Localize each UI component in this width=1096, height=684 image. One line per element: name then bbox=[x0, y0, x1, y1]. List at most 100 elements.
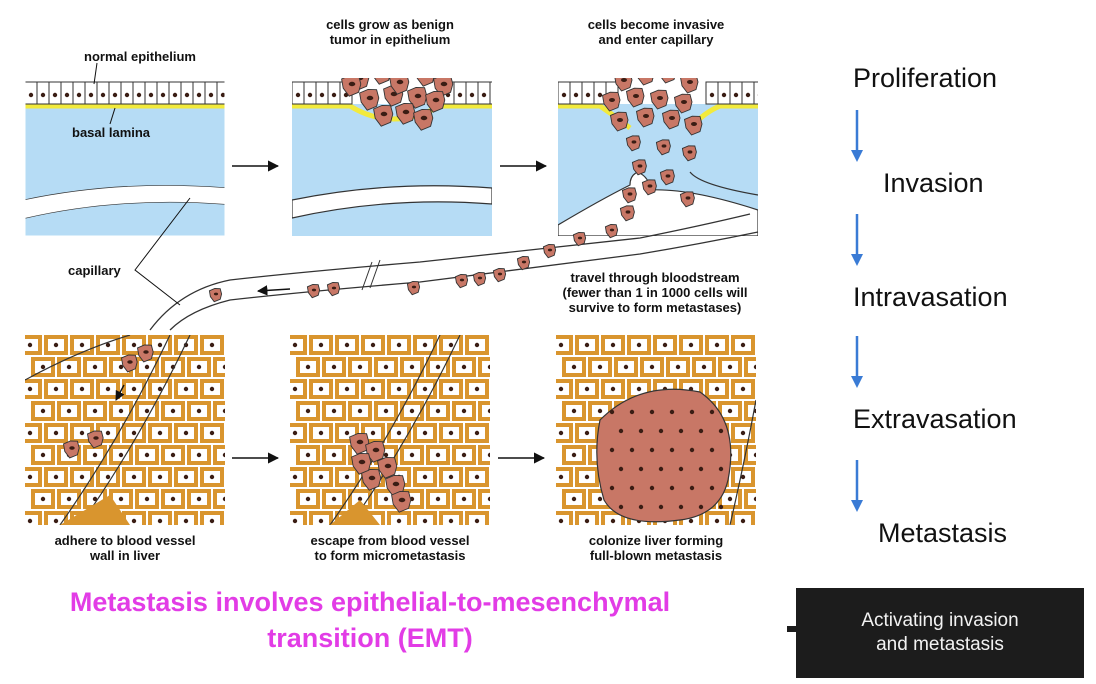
nucleus bbox=[112, 92, 118, 98]
metastasis-nucleus bbox=[698, 466, 704, 472]
tumor-nucleus bbox=[93, 436, 99, 440]
hepatocyte-nucleus bbox=[357, 408, 363, 414]
hepatocyte-nucleus bbox=[105, 342, 111, 348]
hepatocyte-nucleus bbox=[448, 474, 454, 480]
hepatocyte-nucleus bbox=[292, 430, 298, 436]
hepatocyte-nucleus bbox=[170, 452, 176, 458]
nucleus bbox=[585, 92, 591, 98]
hepatocyte bbox=[478, 489, 490, 509]
hepatocyte-nucleus bbox=[183, 518, 189, 524]
hepatocyte-nucleus bbox=[584, 430, 590, 436]
hepatocyte-nucleus bbox=[461, 408, 467, 414]
hepatocyte-nucleus bbox=[396, 386, 402, 392]
metastasis-nucleus bbox=[658, 504, 664, 510]
hepatocyte-nucleus bbox=[435, 496, 441, 502]
label-invasive-line1: cells become invasive bbox=[587, 17, 725, 32]
hepatocyte-nucleus bbox=[305, 452, 311, 458]
panel-invasive bbox=[558, 78, 758, 236]
tumor-nucleus bbox=[411, 285, 417, 289]
metastasis-nucleus bbox=[718, 504, 724, 510]
label-escape-line2: to form micrometastasis bbox=[314, 548, 466, 563]
tumor-nucleus bbox=[392, 481, 400, 487]
hepatocyte bbox=[25, 379, 42, 399]
hepatocyte-nucleus bbox=[558, 386, 564, 392]
hepatocyte-nucleus bbox=[714, 386, 720, 392]
label-colonize-line1: colonize liver forming bbox=[588, 533, 724, 548]
hepatocyte-nucleus bbox=[396, 342, 402, 348]
hepatocyte-nucleus bbox=[53, 474, 59, 480]
metastasis-nucleus bbox=[689, 485, 695, 491]
down-arrow-head bbox=[851, 254, 863, 266]
hepatocyte-nucleus bbox=[170, 496, 176, 502]
tumor-nucleus bbox=[348, 81, 356, 87]
nucleus bbox=[172, 92, 178, 98]
tumor-nucleus bbox=[379, 70, 386, 74]
hepatocyte bbox=[556, 467, 573, 487]
hepatocyte-nucleus bbox=[131, 386, 137, 392]
hepatocyte-nucleus bbox=[118, 452, 124, 458]
hepatocyte-nucleus bbox=[292, 342, 298, 348]
panel-normal-epithelium bbox=[25, 81, 225, 236]
hepatocyte-nucleus bbox=[597, 364, 603, 370]
hepatocyte-nucleus bbox=[597, 496, 603, 502]
epithelial-cell bbox=[753, 81, 758, 105]
nucleus bbox=[295, 92, 301, 98]
nucleus bbox=[721, 92, 727, 98]
hepatocyte-nucleus bbox=[209, 342, 215, 348]
metastasis-nucleus bbox=[629, 447, 635, 453]
hepatocyte-nucleus bbox=[170, 408, 176, 414]
tumor-nucleus bbox=[643, 114, 649, 118]
tumor-nucleus bbox=[366, 95, 374, 101]
tumor-nucleus bbox=[311, 288, 317, 292]
tumor-nucleus bbox=[396, 79, 404, 85]
hepatocyte-nucleus bbox=[487, 452, 490, 458]
hepatocyte-nucleus bbox=[157, 430, 163, 436]
nucleus bbox=[220, 92, 225, 98]
hepatocyte-nucleus bbox=[318, 430, 324, 436]
slide-title-line1: Metastasis involves epithelial-to-mesenc… bbox=[69, 587, 671, 617]
stroma-patch bbox=[60, 495, 130, 525]
hepatocyte-nucleus bbox=[40, 496, 46, 502]
hepatocyte-nucleus bbox=[461, 496, 467, 502]
hepatocyte-nucleus bbox=[487, 364, 490, 370]
tumor-nucleus bbox=[497, 272, 503, 276]
down-arrow-head bbox=[851, 500, 863, 512]
hepatocyte-nucleus bbox=[610, 386, 616, 392]
hepatocyte-nucleus bbox=[474, 342, 480, 348]
hepatocyte-nucleus bbox=[183, 386, 189, 392]
metastasis-nucleus bbox=[609, 447, 615, 453]
slide-title-line2: transition (EMT) bbox=[267, 623, 473, 653]
nucleus bbox=[160, 92, 166, 98]
metastasis-nucleus bbox=[609, 409, 615, 415]
tumor-nucleus bbox=[401, 64, 408, 68]
hepatocyte-nucleus bbox=[740, 342, 746, 348]
metastasis-nucleus bbox=[658, 428, 664, 434]
hepatocyte-nucleus bbox=[584, 518, 590, 524]
hepatocyte-nucleus bbox=[144, 408, 150, 414]
nucleus bbox=[307, 92, 313, 98]
nucleus bbox=[196, 92, 202, 98]
hepatocyte-nucleus bbox=[422, 386, 428, 392]
hepatocyte-nucleus bbox=[318, 474, 324, 480]
hallmark-connector bbox=[787, 626, 797, 632]
hepatocyte-nucleus bbox=[318, 342, 324, 348]
hepatocyte-nucleus bbox=[183, 430, 189, 436]
label-escape: escape from blood vessel to form microme… bbox=[285, 533, 495, 563]
hepatocyte-nucleus bbox=[209, 430, 215, 436]
hepatocyte-nucleus bbox=[461, 452, 467, 458]
metastasis-nucleus bbox=[718, 428, 724, 434]
hepatocyte-nucleus bbox=[331, 408, 337, 414]
label-capillary: capillary bbox=[68, 263, 121, 278]
nucleus bbox=[709, 92, 715, 98]
hepatocyte-nucleus bbox=[27, 342, 33, 348]
tumor-cell bbox=[400, 78, 403, 79]
hepatocyte-nucleus bbox=[144, 452, 150, 458]
hepatocyte bbox=[290, 467, 307, 487]
hepatocyte-nucleus bbox=[422, 430, 428, 436]
hepatocyte-nucleus bbox=[344, 342, 350, 348]
label-travel: travel through bloodstream (fewer than 1… bbox=[530, 270, 780, 315]
tumor-nucleus bbox=[384, 463, 392, 469]
step-proliferation: Proliferation bbox=[853, 63, 998, 93]
hepatocyte-nucleus bbox=[157, 474, 163, 480]
tumor-nucleus bbox=[521, 260, 527, 264]
